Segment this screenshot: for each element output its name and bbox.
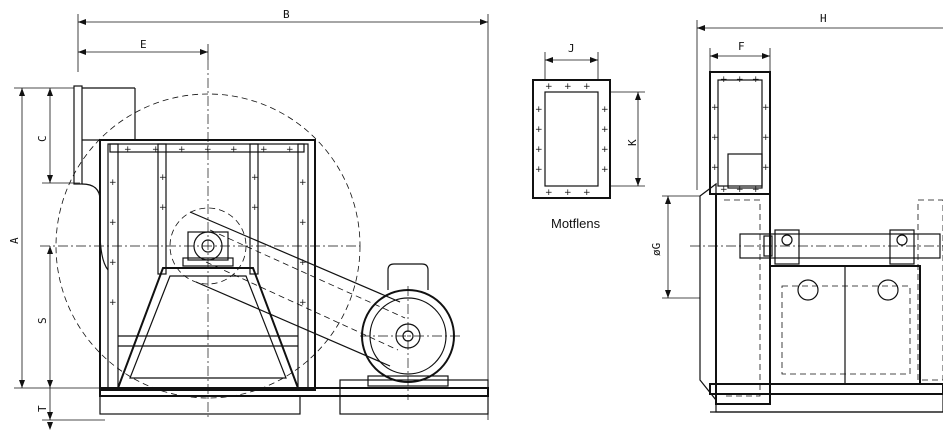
svg-text:+: +: [286, 145, 294, 155]
dim-label-e: E: [140, 38, 147, 51]
svg-text:+: +: [204, 145, 212, 155]
svg-text:+: +: [711, 103, 719, 113]
svg-text:+: +: [535, 145, 543, 155]
svg-text:+: +: [601, 125, 609, 135]
svg-text:+: +: [124, 145, 132, 155]
svg-text:+: +: [545, 188, 553, 198]
dim-label-g: øG: [650, 243, 663, 256]
svg-text:+: +: [109, 298, 117, 308]
svg-text:+: +: [299, 218, 307, 228]
svg-text:+: +: [711, 163, 719, 173]
svg-text:+: +: [535, 105, 543, 115]
svg-text:+: +: [109, 218, 117, 228]
side-view: H F øG + + + + + + + + + + + +: [650, 12, 943, 413]
svg-text:+: +: [159, 173, 167, 183]
flange-caption: Motflens: [551, 216, 601, 231]
svg-text:+: +: [720, 75, 728, 85]
dim-label-b: B: [283, 8, 290, 21]
svg-text:+: +: [752, 185, 760, 195]
svg-text:+: +: [152, 145, 160, 155]
dim-label-a: A: [8, 237, 21, 244]
svg-text:+: +: [736, 185, 744, 195]
svg-text:+: +: [251, 203, 259, 213]
svg-text:+: +: [545, 82, 553, 92]
svg-text:+: +: [762, 133, 770, 143]
svg-text:+: +: [762, 103, 770, 113]
svg-text:+: +: [564, 82, 572, 92]
svg-text:+: +: [178, 145, 186, 155]
motor-flange-detail: J K + + + + + + + + + + + + + + Motflens: [532, 42, 645, 231]
svg-text:+: +: [299, 298, 307, 308]
dim-label-j: J: [568, 42, 575, 55]
svg-text:+: +: [260, 145, 268, 155]
dim-label-s: S: [36, 317, 49, 324]
dim-label-c: C: [36, 135, 49, 142]
svg-text:+: +: [535, 125, 543, 135]
svg-text:+: +: [601, 105, 609, 115]
svg-text:+: +: [230, 145, 238, 155]
svg-text:+: +: [736, 75, 744, 85]
dim-label-h: H: [820, 12, 827, 25]
dim-label-k: K: [626, 139, 639, 146]
dim-label-f: F: [738, 40, 745, 53]
svg-text:+: +: [601, 165, 609, 175]
front-view: B E A C S T: [8, 8, 489, 430]
svg-text:+: +: [762, 163, 770, 173]
svg-text:+: +: [720, 185, 728, 195]
svg-text:+: +: [299, 178, 307, 188]
svg-text:+: +: [711, 133, 719, 143]
svg-text:+: +: [251, 173, 259, 183]
svg-text:+: +: [564, 188, 572, 198]
svg-text:+: +: [583, 82, 591, 92]
svg-text:+: +: [299, 258, 307, 268]
svg-text:+: +: [583, 188, 591, 198]
svg-text:+: +: [109, 178, 117, 188]
svg-text:+: +: [752, 75, 760, 85]
svg-text:+: +: [535, 165, 543, 175]
svg-text:+: +: [601, 145, 609, 155]
svg-text:+: +: [109, 258, 117, 268]
dim-label-t: T: [36, 405, 49, 412]
svg-text:+: +: [159, 203, 167, 213]
